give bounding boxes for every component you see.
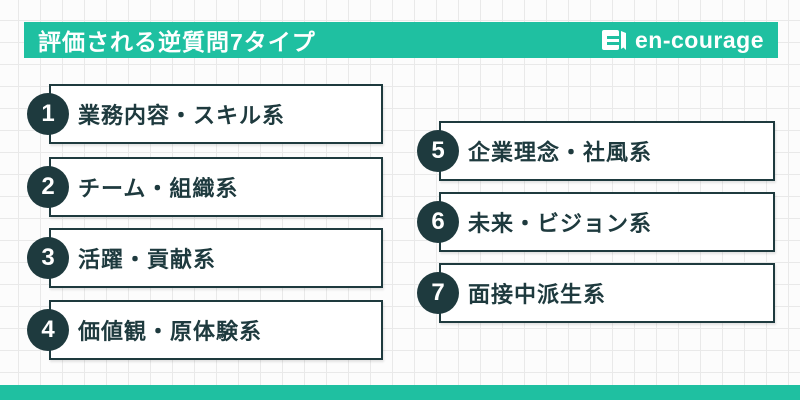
item-number-badge-6: 6 bbox=[417, 201, 459, 243]
item-label-2: チーム・組織系 bbox=[78, 176, 239, 201]
item-box-4: 4 価値観・原体験系 bbox=[27, 300, 383, 360]
item-box-6: 6 未来・ビジョン系 bbox=[417, 192, 775, 252]
item-label-7: 面接中派生系 bbox=[468, 282, 607, 307]
item-label-6: 未来・ビジョン系 bbox=[468, 211, 653, 236]
header-bar: 評価される逆質問7タイプ en-courage bbox=[24, 22, 778, 58]
book-logo-icon bbox=[602, 28, 629, 52]
item-box-3: 3 活躍・貢献系 bbox=[27, 228, 383, 288]
item-box-7: 7 面接中派生系 bbox=[417, 263, 775, 323]
item-number-badge-4: 4 bbox=[27, 309, 69, 351]
logo-text: en-courage bbox=[635, 26, 764, 53]
item-box-1: 1 業務内容・スキル系 bbox=[27, 84, 383, 144]
item-box-5: 5 企業理念・社風系 bbox=[417, 121, 775, 181]
item-number-badge-2: 2 bbox=[27, 166, 69, 208]
item-label-5: 企業理念・社風系 bbox=[468, 140, 653, 165]
page-title: 評価される逆質問7タイプ bbox=[38, 29, 316, 55]
en-courage-logo: en-courage bbox=[602, 27, 764, 54]
item-label-1: 業務内容・スキル系 bbox=[78, 103, 286, 128]
item-number-badge-7: 7 bbox=[417, 272, 459, 314]
item-label-4: 価値観・原体験系 bbox=[78, 319, 263, 344]
footer-accent-bar bbox=[0, 385, 800, 400]
item-label-3: 活躍・貢献系 bbox=[78, 247, 217, 272]
item-number-badge-3: 3 bbox=[27, 237, 69, 279]
item-number-badge-1: 1 bbox=[27, 93, 69, 135]
item-number-badge-5: 5 bbox=[417, 130, 459, 172]
item-box-2: 2 チーム・組織系 bbox=[27, 157, 383, 217]
